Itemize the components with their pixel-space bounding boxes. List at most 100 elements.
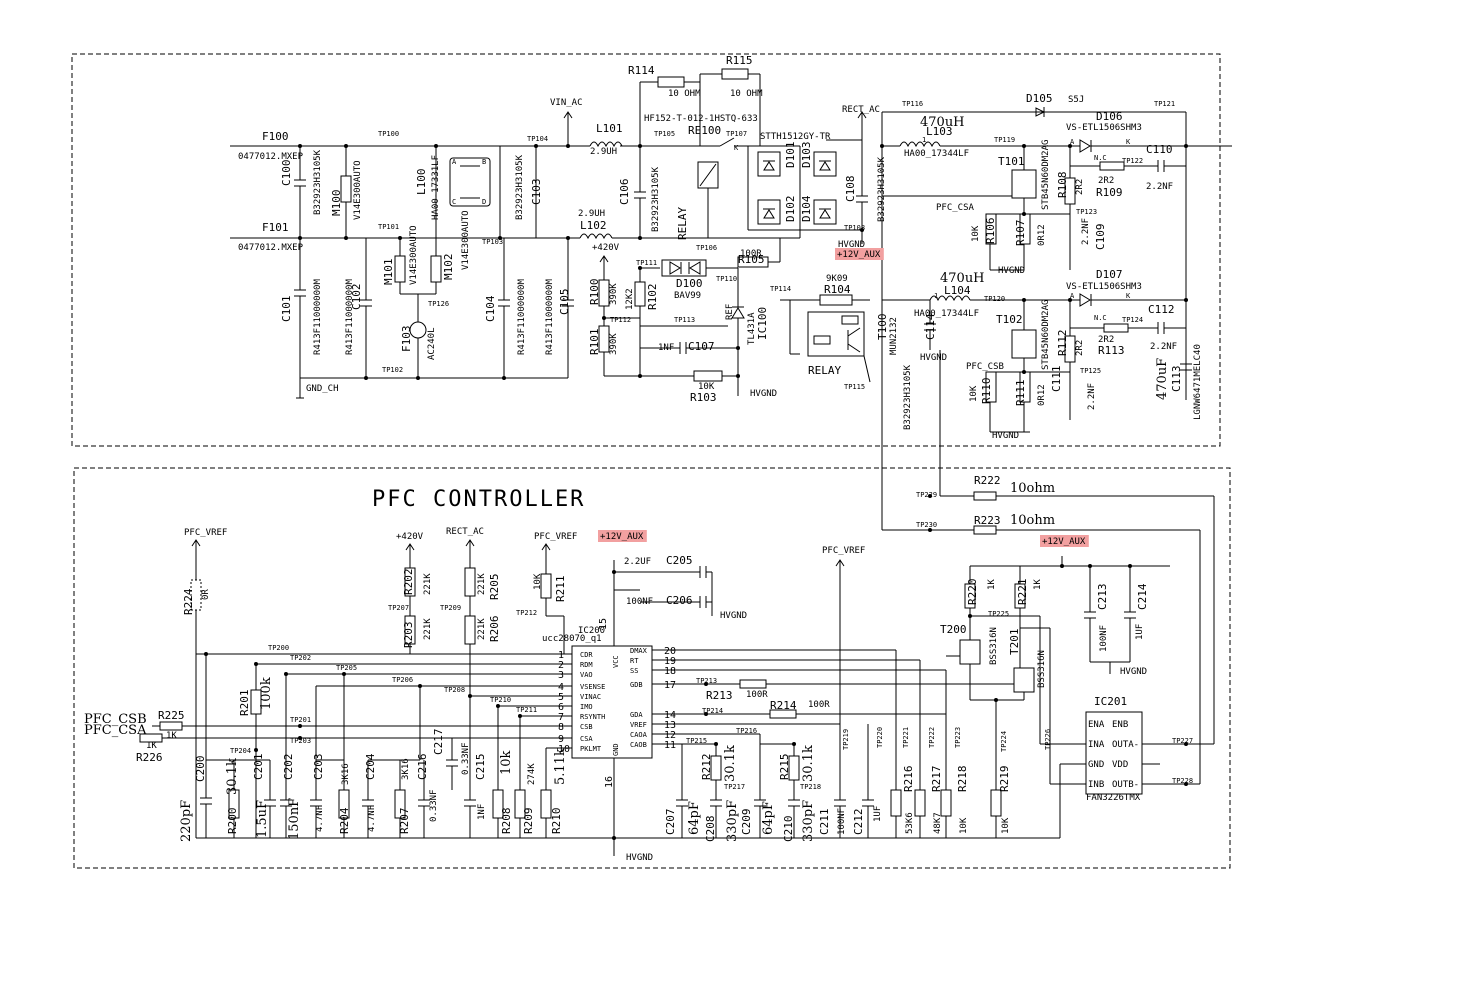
vlabel-31: R100 (588, 279, 601, 306)
vlabel-142: 1K (1033, 579, 1043, 590)
vlabel-109: 64pF (687, 801, 702, 835)
vlabel-33: 12K2 (625, 288, 635, 310)
label-26: TP106 (696, 244, 717, 252)
vlabel-76: R211 (554, 576, 567, 603)
label-104: TP207 (388, 604, 409, 612)
vlabel-121: 100NF (837, 808, 847, 835)
ic200-pin-name-20: DMAX (630, 647, 648, 655)
vlabel-113: 330pF (725, 800, 740, 842)
vlabel-115: 64pF (761, 801, 776, 835)
vlabel-68: 221K (423, 573, 433, 595)
vlabel-111: 30.1k (723, 745, 738, 782)
ic200-pin-name-2: RDM (580, 661, 593, 669)
vlabel-126: TP221 (902, 727, 910, 748)
vlabel-90: 3K16 (341, 763, 351, 785)
label-61: TP125 (1080, 367, 1101, 375)
vlabel-4: L100 (415, 169, 428, 196)
label-35: L103 (926, 125, 953, 138)
vlabel-122: TP219 (842, 729, 850, 750)
label-136: HVGND (1120, 667, 1147, 677)
vlabel-5: HA00-17331LF (431, 155, 441, 220)
vlabel-55: R111 (1014, 380, 1027, 407)
label-46: PFC_CSA (936, 203, 975, 213)
ic200-pin-name-6: IMO (580, 703, 593, 711)
label-79: R103 (690, 391, 717, 404)
label-10: GND_CH (306, 384, 339, 394)
vlabel-25: D101 (784, 142, 797, 169)
label-39: VS-ETL1506SHM3 (1066, 123, 1142, 133)
junction-dots (204, 144, 1188, 840)
label-77: C107 (688, 340, 715, 353)
label-80: HVGND (750, 389, 777, 399)
vlabel-103: R209 (522, 808, 535, 835)
vlabel-96: 0.33NF (429, 789, 439, 822)
label-131: 1K (146, 741, 157, 751)
label-114: TP201 (290, 716, 311, 724)
vlabel-149: 1UF (1135, 624, 1145, 640)
ic201-left-3: INB (1088, 780, 1104, 790)
ic201-left-0: ENA (1088, 720, 1105, 730)
ic200-pin-14: 14 (664, 710, 676, 721)
label-128: PFC_CSA (84, 723, 147, 738)
ic200-pin-10: 10 (558, 744, 570, 755)
label-25: STTH1512GY-TR (760, 132, 831, 142)
vlabel-127: R216 (902, 766, 915, 793)
d106-nc: N.C (1094, 154, 1107, 162)
vlabel-86: 150nF (287, 798, 302, 840)
vlabel-136: R219 (998, 766, 1011, 793)
label-28: HVGND (838, 240, 865, 250)
vlabel-38: TL431A (747, 312, 757, 345)
label-107: TP200 (268, 644, 289, 652)
vlabel-46: R107 (1014, 220, 1027, 247)
d106-cathode: K (1126, 138, 1131, 146)
vlabel-60: C111 (1050, 366, 1063, 393)
vlabel-88: 4.7NF (315, 805, 325, 832)
vlabel-53: 10K (969, 385, 979, 402)
vlabel-34: R102 (646, 284, 659, 311)
label-93: +420V (396, 532, 424, 542)
label-126: TP218 (800, 783, 821, 791)
label-57: 2R2 (1098, 335, 1114, 345)
vlabel-37: REF (725, 304, 735, 320)
vlabel-145: BSS316N (1037, 650, 1047, 688)
top-wiring (230, 68, 1232, 784)
label-90: +12V_AUX (1042, 537, 1086, 547)
vlabel-98: 0.33NF (461, 742, 471, 775)
vlabel-42: C114 (924, 313, 937, 340)
vlabel-120: C211 (818, 809, 831, 836)
d107-nc: N.C (1094, 314, 1107, 322)
vlabel-128: 53K6 (905, 812, 915, 834)
label-33: TP121 (1154, 100, 1175, 108)
vlabel-66: 0R (201, 589, 211, 600)
ic200-pin-name-14: GDA (630, 711, 643, 719)
label-1: 0477012.MXEP (238, 152, 304, 162)
vlabel-62: 470uF (1155, 358, 1170, 400)
vlabel-32: 390K (609, 283, 619, 305)
vlabel-13: R413F11000000M (313, 279, 323, 355)
label-22: RE100 (688, 124, 721, 137)
vlabel-133: R218 (956, 766, 969, 793)
label-122: 100R (808, 700, 830, 710)
label-31: D105 (1026, 92, 1053, 105)
l104-pin1: 1 (934, 292, 938, 300)
vlabel-112: C208 (704, 816, 717, 843)
label-49: 470uH (940, 271, 985, 286)
label-64: HVGND (992, 431, 1019, 441)
label-91: +12V_AUX (600, 532, 644, 542)
vlabel-67: R202 (402, 569, 415, 596)
label-19: 10 OHM (668, 89, 701, 99)
label-41: TP122 (1122, 157, 1143, 165)
ic200-pin-name-5: VINAC (580, 693, 601, 701)
ic200-pin-name-8: CSB (580, 723, 593, 731)
vlabel-147: 100NF (1099, 625, 1109, 652)
label-74: TP112 (610, 316, 631, 324)
ic200-pin-8: 8 (558, 722, 564, 733)
label-87: TP230 (916, 521, 937, 529)
label-125: TP217 (724, 783, 745, 791)
label-53: D107 (1096, 268, 1123, 281)
vlabel-57: STB45N60DM2AG (1041, 300, 1051, 370)
vlabel-77: R201 (238, 690, 251, 717)
vlabel-73: 221K (477, 618, 487, 640)
vlabel-119: 330pF (801, 800, 816, 842)
vlabel-108: C207 (664, 809, 677, 836)
